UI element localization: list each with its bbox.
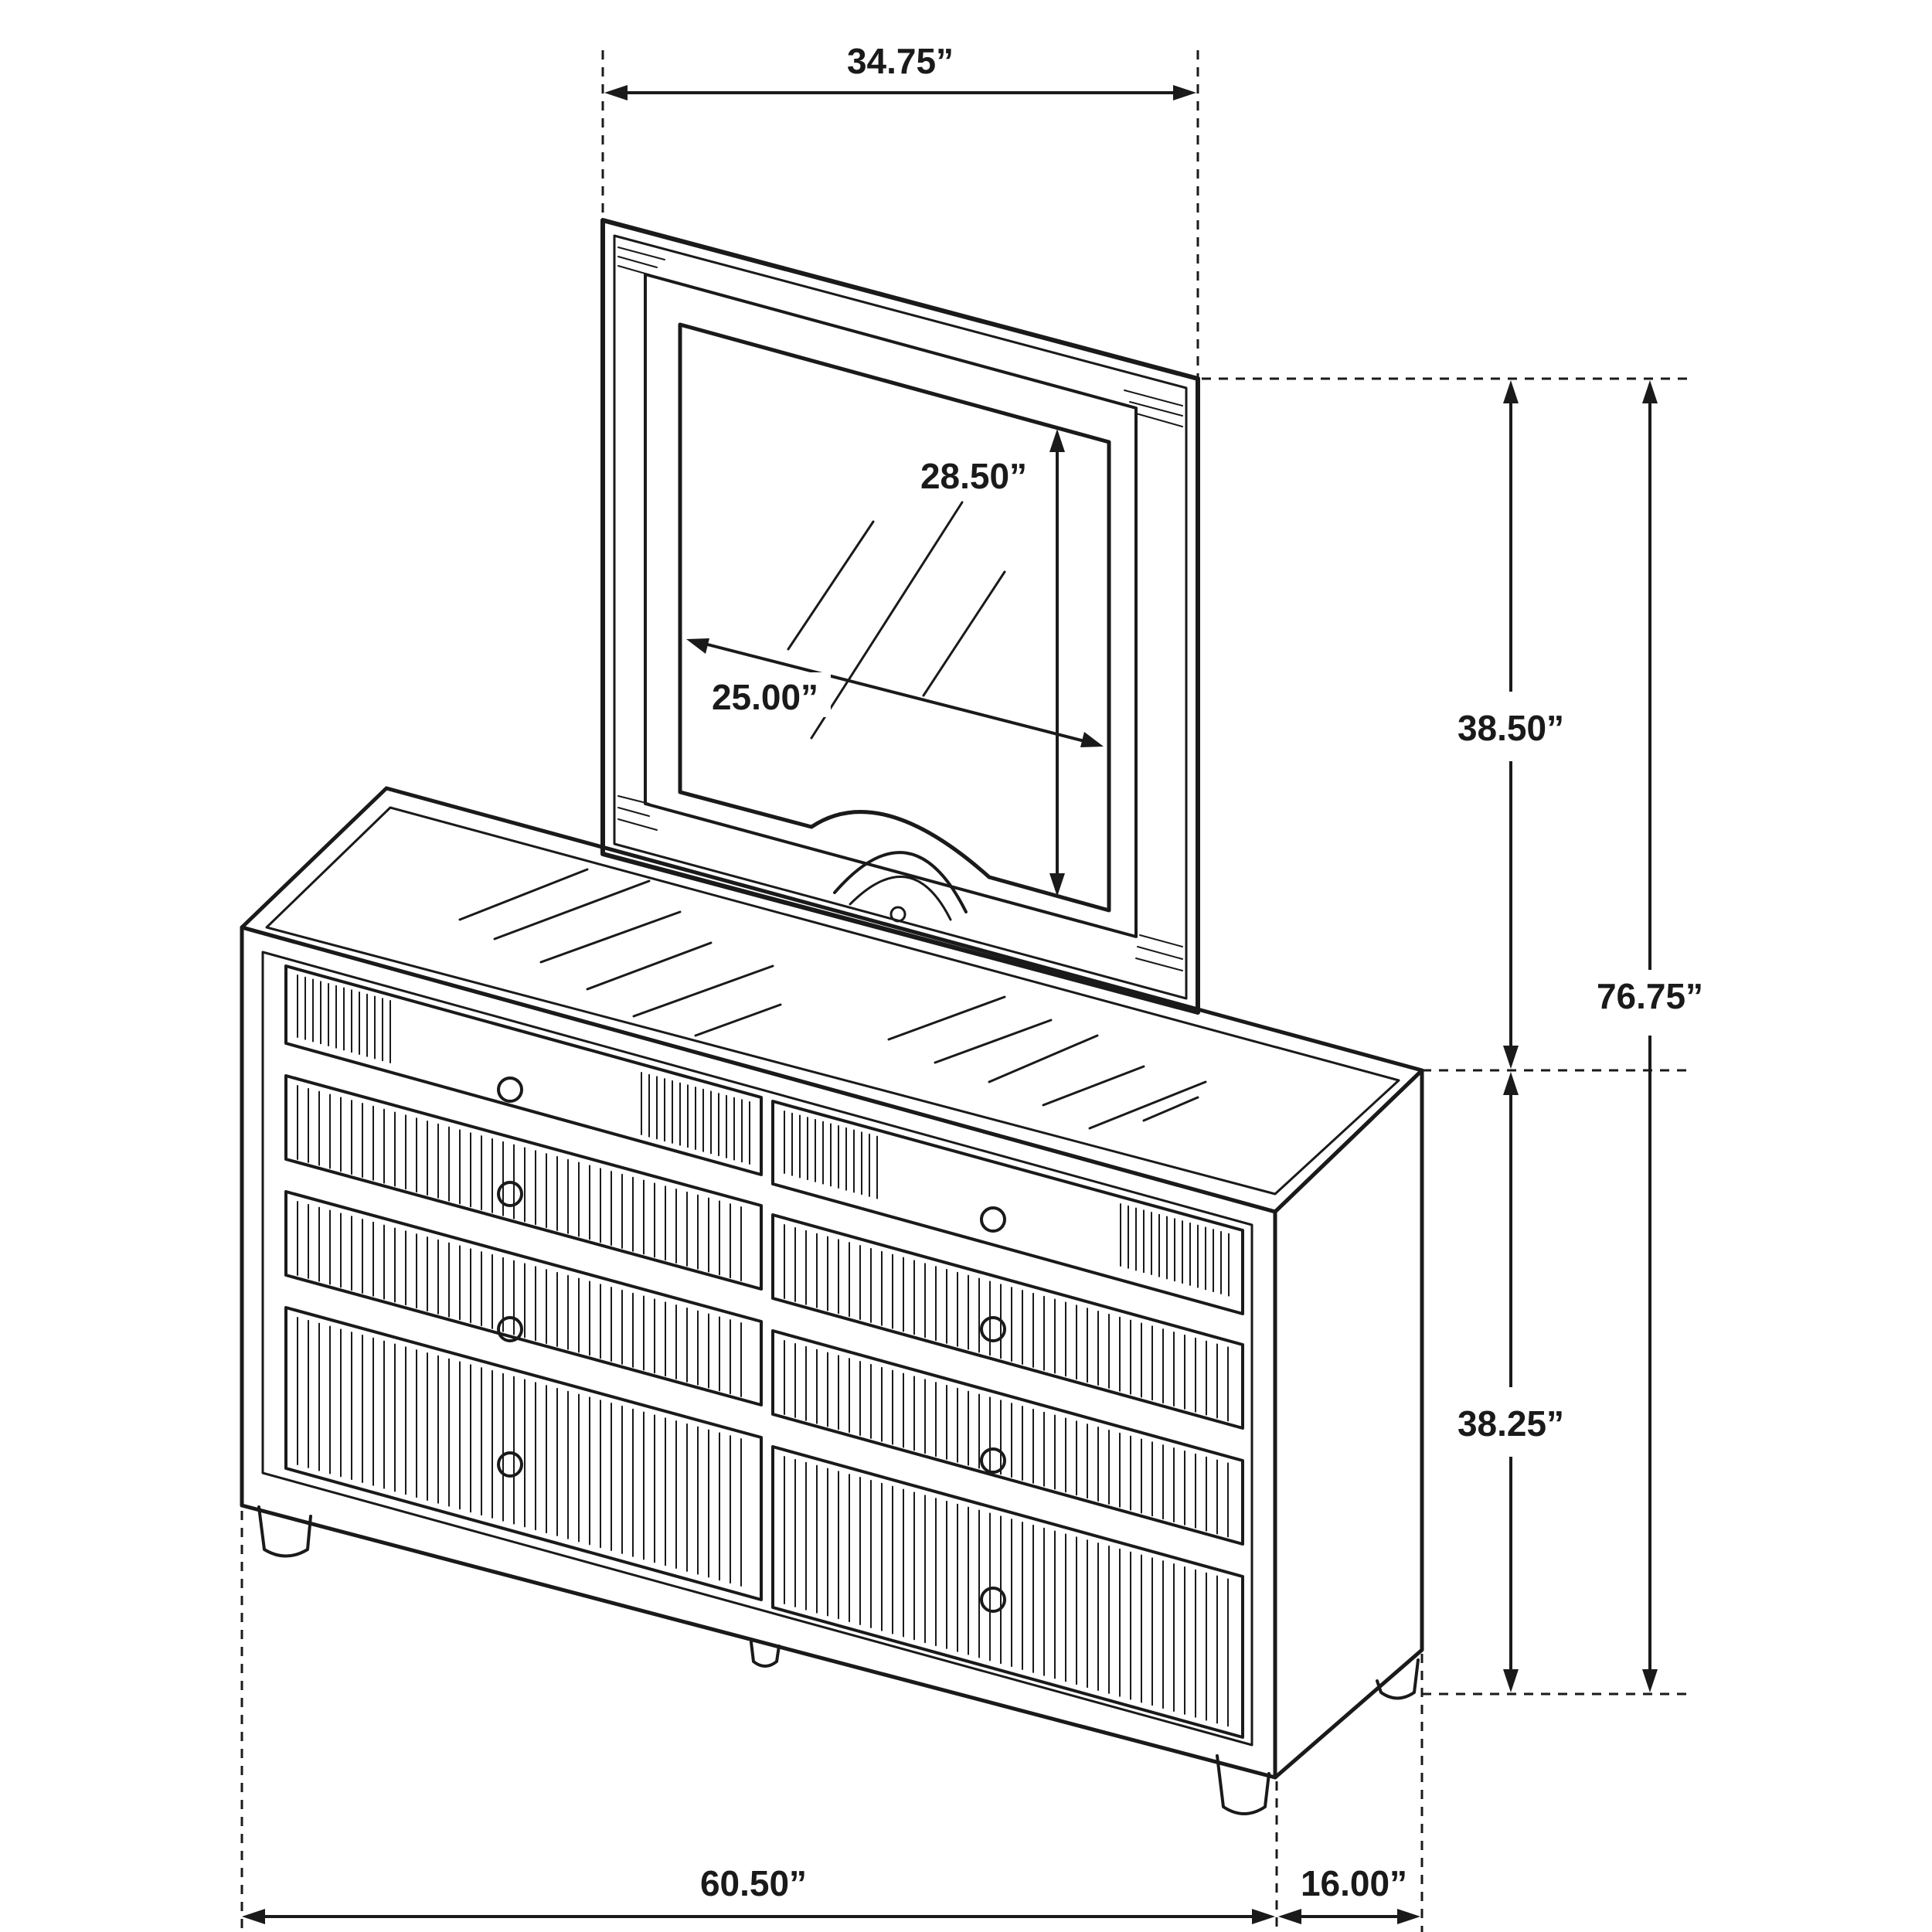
mirror-outer-frame (600, 218, 1200, 1015)
dim-dresser-width: 60.50” (242, 1863, 1275, 1924)
top-reflection-lines (458, 868, 1207, 1130)
dim-mirror-glass-width: 25.00” (686, 638, 1104, 747)
drawer-knobs (497, 1077, 1006, 1613)
dim-overall-height: 76.75” (1597, 380, 1703, 1692)
mirror-corner-fluting (617, 247, 1183, 971)
knob-left-3 (497, 1316, 523, 1342)
drawers-left-column (284, 964, 763, 1601)
leg-front-right (1216, 1754, 1270, 1815)
drawer-left-4 (284, 1306, 763, 1601)
leg-back-middle (750, 1641, 781, 1668)
leg-front-left (257, 1505, 312, 1558)
drawer-left-2 (284, 1074, 763, 1291)
mirror-crest-inner (849, 875, 952, 921)
dim-mirror-glass-height: 28.50” (920, 429, 1065, 896)
mirror (600, 218, 1200, 1015)
drawer-left-1 (284, 964, 763, 1176)
leg-back-right (1376, 1658, 1420, 1700)
dresser-legs (257, 1505, 1420, 1815)
dresser (240, 786, 1424, 1815)
mirror-glass (678, 322, 1111, 913)
dimension-extension-lines (240, 50, 1689, 1932)
dresser-side-face (1273, 1068, 1424, 1780)
drawer-right-1 (771, 1100, 1244, 1315)
label-dresser-height: 38.25” (1458, 1403, 1564, 1444)
knob-right-3 (980, 1447, 1006, 1474)
label-mirror-glass-width: 25.00” (712, 677, 818, 717)
drawers-right-column (771, 1100, 1244, 1739)
label-dresser-width: 60.50” (700, 1863, 807, 1903)
knob-right-4 (980, 1587, 1006, 1613)
drawer-left-3 (284, 1190, 763, 1406)
dresser-top (240, 786, 1424, 1214)
mirror-inner-frame (644, 273, 1138, 938)
dresser-top-inset (265, 806, 1400, 1196)
dresser-front-inner-frame (261, 951, 1253, 1747)
drawer-right-2 (771, 1213, 1244, 1430)
label-mirror-overall-width: 34.75” (847, 41, 954, 81)
mirror-crest (833, 851, 968, 913)
label-mirror-glass-height: 28.50” (920, 456, 1027, 496)
dim-mirror-height: 38.50” (1458, 380, 1564, 1069)
label-overall-height: 76.75” (1597, 976, 1703, 1016)
label-dresser-depth: 16.00” (1301, 1863, 1407, 1903)
dim-mirror-overall-width: 34.75” (604, 41, 1196, 100)
knob-right-2 (980, 1316, 1006, 1342)
drawer-right-3 (771, 1329, 1244, 1546)
dim-dresser-depth: 16.00” (1278, 1863, 1420, 1924)
knob-left-1 (497, 1077, 523, 1103)
knob-left-2 (497, 1181, 523, 1207)
dim-dresser-height: 38.25” (1458, 1072, 1564, 1692)
label-mirror-height: 38.50” (1458, 708, 1564, 748)
mirror-frame-inset (613, 234, 1188, 1000)
drawer-right-4 (771, 1445, 1244, 1739)
mirror-reflection-lines (787, 501, 1006, 740)
knob-left-4 (497, 1451, 523, 1478)
mirror-crest-ornament (889, 906, 906, 923)
knob-right-1 (980, 1206, 1006, 1233)
